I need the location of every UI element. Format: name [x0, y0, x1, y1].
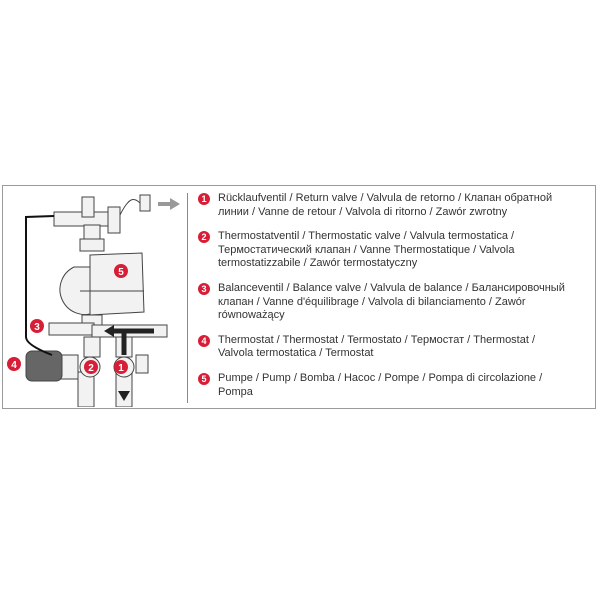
- badge-5-label: 5: [118, 267, 124, 278]
- pump-group-diagram: 1 2 3 4 5: [7, 194, 180, 407]
- capillary-tube: [25, 215, 55, 356]
- number-badge: 5: [198, 372, 210, 385]
- badge-1-label: 1: [118, 363, 124, 374]
- badge-3-label: 3: [34, 322, 40, 333]
- diagram-badges: 1 2 3 4 5: [7, 264, 128, 374]
- badge-2-label: 2: [88, 363, 94, 374]
- legend-item-return-valve: 1 Rücklaufventil / Return valve / Valvul…: [198, 192, 573, 219]
- legend-text: Pumpe / Pump / Bomba / Насос / Pompe / P…: [218, 371, 543, 398]
- legend-item-pump: 5 Pumpe / Pump / Bomba / Насос / Pompe /…: [198, 372, 573, 399]
- flow-arrow-in: [114, 328, 154, 355]
- legend-text: Rücklaufventil / Return valve / Valvula …: [218, 192, 553, 218]
- legend-text: Balanceventil / Balance valve / Valvula …: [218, 281, 565, 322]
- number-badge: 3: [198, 282, 210, 295]
- balance-valve-body: [48, 322, 95, 336]
- legend-list: 1 Rücklaufventil / Return valve / Valvul…: [198, 192, 573, 410]
- thermostat-head: [25, 350, 63, 382]
- legend-text: Thermostat / Thermostat / Termostato / Т…: [218, 333, 536, 360]
- number-badge: 4: [198, 334, 210, 347]
- divider: [187, 193, 188, 403]
- legend-text: Thermostatventil / Thermostatic valve / …: [218, 230, 515, 270]
- legend-item-balance-valve: 3 Balanceventil / Balance valve / Valvul…: [198, 282, 573, 323]
- number-badge: 1: [198, 193, 210, 205]
- legend-item-thermostatic-valve: 2 Thermostatventil / Thermostatic valve …: [198, 230, 573, 271]
- number-badge: 2: [198, 231, 210, 244]
- legend-frame: [2, 185, 596, 409]
- legend-item-thermostat: 4 Thermostat / Thermostat / Termostato /…: [198, 334, 573, 361]
- badge-4-label: 4: [11, 360, 17, 371]
- pump-housing: [89, 252, 145, 316]
- flow-arrow-down: [118, 391, 130, 401]
